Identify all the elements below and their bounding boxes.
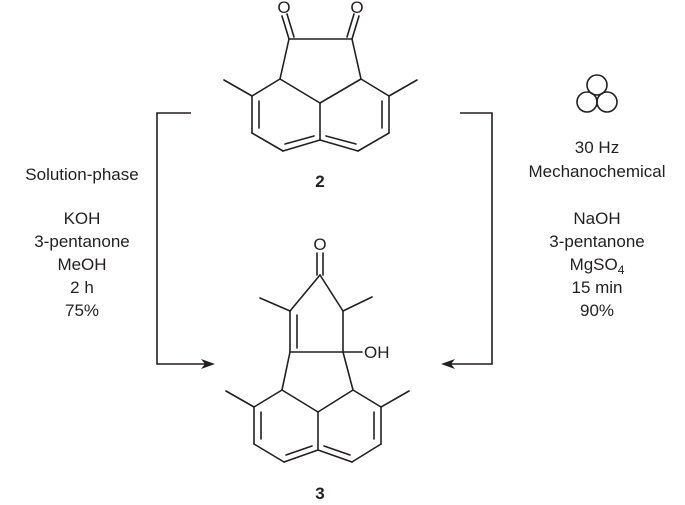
solution-ketone: 3-pentanone bbox=[34, 232, 129, 251]
solution-phase-arrow bbox=[156, 112, 215, 369]
mechanochemical-conditions: 30 Hz Mechanochemical NaOH 3-pentanone M… bbox=[528, 138, 665, 320]
solution-time: 2 h bbox=[70, 278, 94, 297]
solution-base: KOH bbox=[64, 209, 101, 228]
mechano-additive-formula: MgSO bbox=[570, 255, 618, 274]
mechano-ketone: 3-pentanone bbox=[549, 232, 644, 251]
compound-2-structure bbox=[223, 13, 418, 152]
solution-yield: 75% bbox=[65, 301, 99, 320]
compound-2-label: 2 bbox=[315, 172, 324, 191]
mechano-additive-subscript: 4 bbox=[618, 263, 625, 277]
mechanochemical-arrow bbox=[441, 112, 493, 369]
mechano-time: 15 min bbox=[571, 278, 622, 297]
three-balls-icon bbox=[576, 74, 618, 113]
solution-phase-conditions: Solution-phase KOH 3-pentanone MeOH 2 h … bbox=[25, 165, 138, 320]
mechano-frequency: 30 Hz bbox=[575, 138, 619, 157]
mechano-base: NaOH bbox=[573, 209, 620, 228]
mechano-additive: MgSO4 bbox=[570, 255, 625, 277]
compound-3-label: 3 bbox=[315, 484, 324, 503]
compound-2-oxygen-left: O bbox=[277, 0, 290, 17]
compound-3-structure bbox=[225, 252, 410, 463]
mechano-title: Mechanochemical bbox=[528, 162, 665, 181]
solution-solvent: MeOH bbox=[57, 255, 106, 274]
compound-3-hydroxyl: OH bbox=[364, 343, 390, 362]
compound-2-oxygen-right: O bbox=[350, 0, 363, 17]
mechano-yield: 90% bbox=[580, 301, 614, 320]
solution-phase-title: Solution-phase bbox=[25, 165, 138, 184]
compound-3-oxygen: O bbox=[313, 235, 326, 254]
